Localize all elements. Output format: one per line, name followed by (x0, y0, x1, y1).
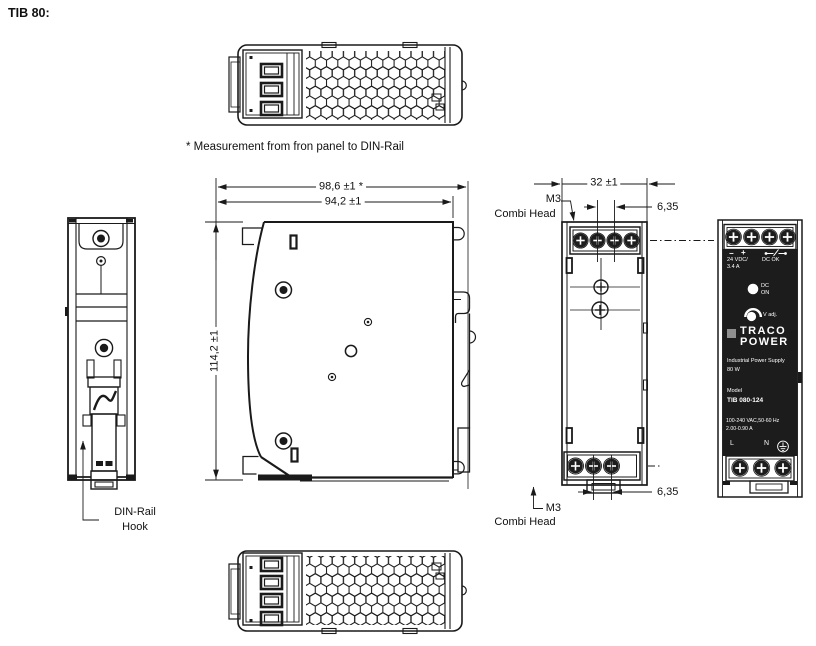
dim-body-depth: 94,2 ±1 (321, 195, 365, 209)
model-number: TIB 080-124 (727, 396, 764, 404)
screw-spec-top-type: Combi Head (494, 208, 556, 220)
dc-ok-label: DC OK (762, 257, 780, 263)
page-title: TIB 80: (8, 6, 50, 20)
din-rail-hook-callout-2: Hook (122, 521, 148, 533)
output-terminal-block (569, 226, 641, 255)
din-rail-hook-callout: DIN-Rail (114, 506, 156, 518)
dc-on-label: DC (761, 283, 769, 289)
power-rating-label: 80 W (727, 366, 740, 373)
input-terminal-block (563, 451, 641, 481)
terminal-line-label: L (730, 440, 734, 447)
front-view (561, 221, 714, 494)
vent-honeycomb (306, 51, 445, 120)
terminal-screws (572, 232, 640, 249)
din-hook-leader (80, 440, 99, 521)
m3-bottom-leader (530, 486, 543, 509)
panel-faceplate (722, 249, 798, 456)
polarity-minus-label: − (729, 249, 734, 258)
mounting-screw (92, 229, 110, 248)
output-voltage-label: 24 VDC/ (727, 257, 748, 263)
bottom-terminal-block (242, 552, 303, 627)
brand-name-2: POWER (740, 336, 789, 348)
input-current-label: 2.00-0.90 A (726, 426, 753, 432)
screw-spec-bottom: M3 (545, 502, 561, 514)
product-type-label: Industrial Power Supply (727, 358, 785, 364)
terminal-screws (731, 459, 792, 477)
relay-contact-icon (764, 249, 787, 257)
front-panel-edge (246, 221, 265, 458)
dim-overall-depth: 98,6 ±1 * (316, 180, 366, 194)
m3-top-leader (561, 200, 576, 221)
dimension-lines (80, 178, 675, 521)
bottom-view (228, 550, 467, 635)
dc-on-led (747, 283, 759, 295)
logo-square (727, 329, 736, 338)
screw-spec-top: M3 (545, 193, 561, 205)
dim-width: 32 ±1 (587, 176, 621, 190)
mounting-screw (94, 338, 114, 358)
earth-ground-icon (777, 440, 789, 453)
dim-height: 114,2 ±1 (208, 327, 222, 375)
brand-name: TRACO (740, 325, 787, 337)
dc-on-label-2: ON (761, 289, 770, 296)
panel-input-terminal (725, 455, 795, 482)
panel-view (717, 219, 803, 498)
input-voltage-label: 100-240 VAC,50-60 Hz (726, 418, 780, 424)
case-screw (274, 432, 293, 450)
din-rail-profile (453, 181, 477, 489)
case-screw (274, 281, 293, 299)
screw-spec-bottom-type: Combi Head (494, 516, 556, 528)
model-label: Model (727, 388, 742, 394)
dim-pitch-bottom: 6,35 (657, 486, 679, 498)
polarity-plus-label: + (741, 248, 746, 257)
side-view (241, 181, 477, 489)
top-view (228, 41, 467, 126)
vent-honeycomb (306, 556, 445, 625)
terminal-screws (725, 228, 796, 246)
din-rail-hook (82, 359, 126, 490)
v-adj-potentiometer[interactable] (744, 308, 763, 322)
output-current-label: 3.4 A (727, 263, 740, 270)
rear-view (65, 217, 136, 490)
v-adj-label: V adj. (763, 312, 778, 318)
measurement-note: * Measurement from fron panel to DIN-Rai… (186, 141, 404, 153)
terminal-neutral-label: N (764, 440, 770, 447)
dim-pitch-top: 6,35 (657, 201, 679, 213)
top-terminal-block (242, 49, 303, 119)
hook-spring (92, 390, 118, 411)
panel-output-terminal (723, 223, 797, 251)
